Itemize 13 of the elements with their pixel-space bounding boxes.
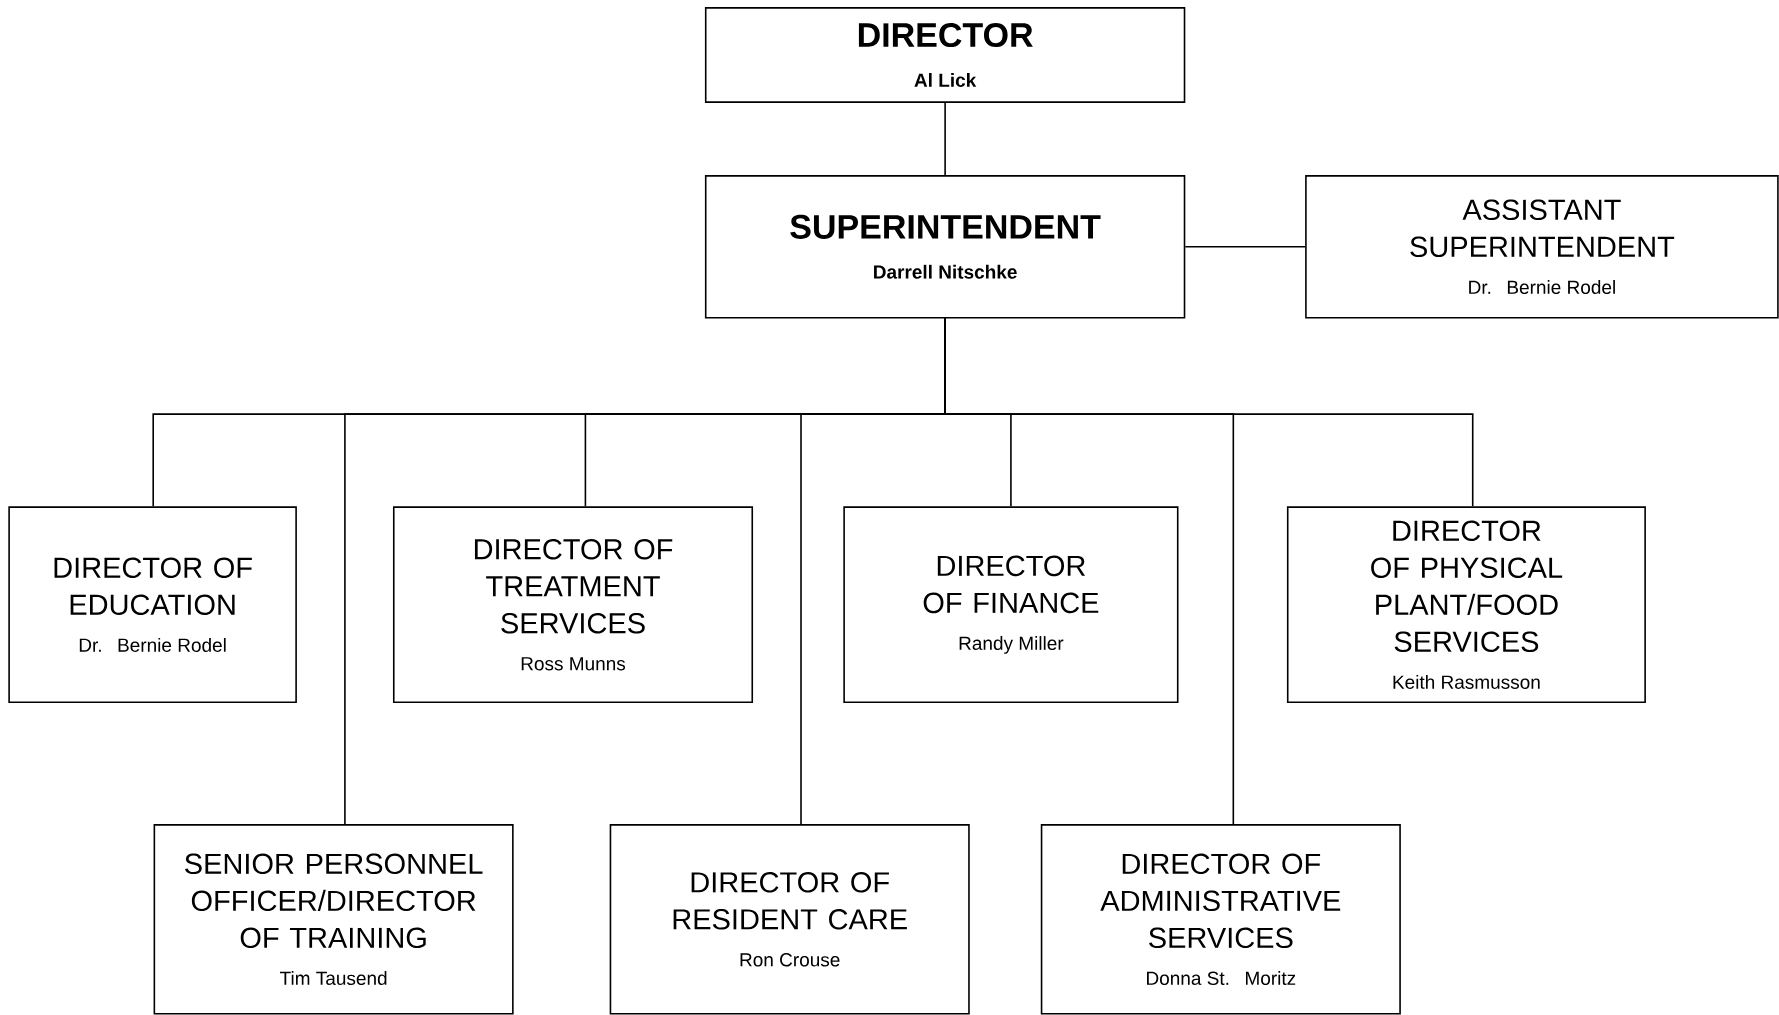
position-box: DIRECTOR OF EDUCATION Dr. Bernie Rodel (8, 506, 297, 704)
position-box: DIRECTOR OF ADMINISTRATIVE SERVICES Donna St. Moritz (1040, 824, 1401, 1015)
connector-line (944, 102, 946, 176)
position-box: DIRECTOR OF FINANCE Randy Miller (843, 506, 1179, 704)
position-box: SUPERINTENDENT Darrell Nitschke (704, 175, 1186, 319)
position-box: DIRECTOR OF PHYSICAL PLANT/FOOD SERVICES Keith Rasmusson (1286, 506, 1646, 704)
connector-line (1184, 246, 1306, 248)
position-box: ASSISTANT SUPERINTENDENT Dr. Bernie Rodel (1305, 175, 1779, 319)
position-box: DIRECTOR Al Lick (704, 7, 1186, 103)
position-box: DIRECTOR OF RESIDENT CARE Ron Crouse (609, 824, 970, 1015)
connector-line (944, 317, 1474, 508)
position-box: SENIOR PERSONNEL OFFICER/DIRECTOR OF TRAINING Tim Tausend (153, 824, 514, 1015)
position-box: DIRECTOR OF TREATMENT SERVICES Ross Munns (392, 506, 754, 704)
